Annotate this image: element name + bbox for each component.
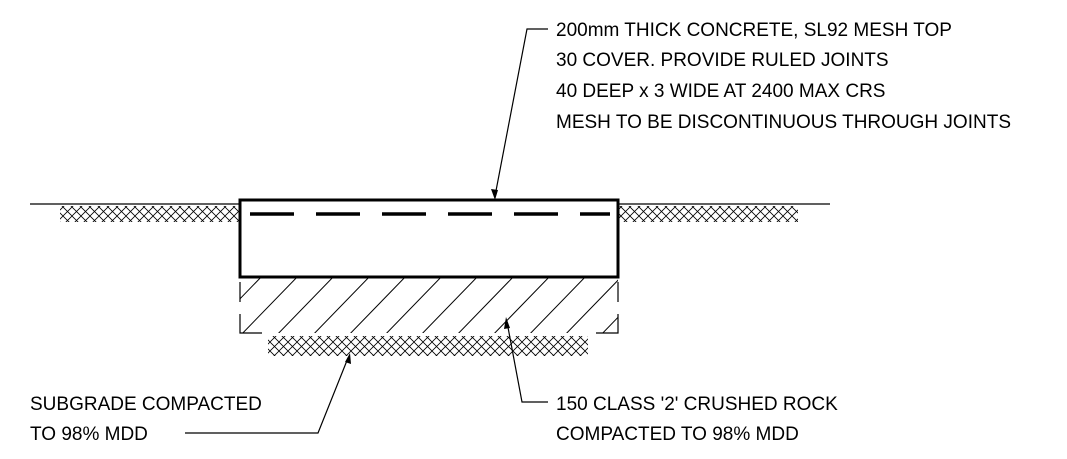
rock-hatch-line	[242, 277, 298, 333]
rock-hatch-line	[458, 277, 514, 333]
soil-hatch-right	[618, 206, 798, 222]
concrete-note-line-4: MESH TO BE DISCONTINUOUS THROUGH JOINTS	[556, 112, 1011, 133]
concrete-note-leader	[494, 28, 548, 197]
rock-hatch-line	[668, 272, 734, 340]
rock-hatch-line	[278, 277, 334, 333]
crushed-rock-layer	[239, 272, 734, 340]
subgrade-note-line-1: SUBGRADE COMPACTED	[30, 394, 262, 415]
subgrade-leader-arrow	[345, 353, 351, 364]
rock-hatch-line	[530, 277, 586, 333]
rock-hatch-line	[494, 277, 550, 333]
concrete-slab	[238, 198, 620, 279]
rock-hatch-line	[602, 316, 618, 333]
rock-hatch-line	[240, 277, 262, 300]
rock-hatch-line	[314, 277, 370, 333]
concrete-note-line-1: 200mm THICK CONCRETE, SL92 MESH TOP	[556, 20, 952, 41]
crushed-rock-leader-arrow	[504, 317, 510, 329]
rock-hatch-line	[350, 277, 406, 333]
crushed-rock-note-leader	[506, 321, 548, 403]
subgrade-note-line-2: TO 98% MDD	[30, 424, 148, 445]
crushed-rock-note-line-1: 150 CLASS '2' CRUSHED ROCK	[556, 394, 838, 415]
concrete-note-line-2: 30 COVER. PROVIDE RULED JOINTS	[556, 50, 889, 71]
rock-hatch-line	[422, 277, 478, 333]
subgrade-note-leader	[185, 357, 349, 434]
concrete-leader-arrow	[491, 189, 498, 200]
crushed-rock-note-line-2: COMPACTED TO 98% MDD	[556, 424, 799, 445]
rock-hatch-line	[632, 272, 698, 340]
rock-hatch-line	[386, 277, 442, 333]
rock-hatch-line	[566, 279, 618, 333]
subgrade-hatch	[268, 336, 588, 356]
concrete-note-line-3: 40 DEEP x 3 WIDE AT 2400 MAX CRS	[556, 81, 885, 102]
soil-hatch-left	[60, 206, 240, 222]
